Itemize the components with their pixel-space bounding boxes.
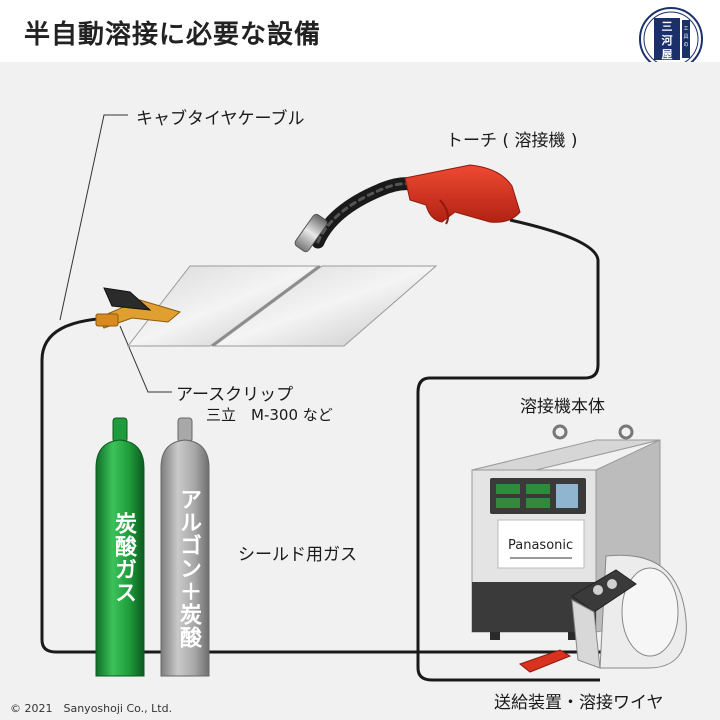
shield-gas-label: シールド用ガス bbox=[238, 545, 357, 565]
argon-cylinder bbox=[160, 417, 210, 677]
torch-neck bbox=[311, 177, 419, 249]
svg-text:の: の bbox=[683, 42, 688, 48]
steel-plate-right bbox=[212, 265, 438, 347]
header: 半自動溶接に必要な設備 三 河 屋 工 具 の bbox=[0, 0, 720, 71]
feeder-connector bbox=[518, 649, 572, 673]
earth-cable bbox=[40, 316, 660, 654]
torch-cable bbox=[416, 218, 600, 682]
co2-cylinder bbox=[95, 417, 145, 677]
svg-text:三: 三 bbox=[662, 20, 673, 33]
earth-clip-leader-line bbox=[119, 325, 172, 393]
svg-text:具: 具 bbox=[683, 34, 688, 40]
earth-clip-label: アースクリップ bbox=[176, 385, 294, 405]
welder-brand-label: Panasonic bbox=[508, 538, 574, 553]
svg-text:工: 工 bbox=[683, 26, 688, 32]
weld-seam bbox=[211, 265, 321, 347]
torch-label: トーチ ( 溶接機 ) bbox=[446, 131, 578, 151]
wire-feeder bbox=[571, 554, 687, 669]
torch-trigger bbox=[439, 199, 449, 225]
cabtire-cable-label: キャブタイヤケーブル bbox=[136, 109, 305, 129]
torch-nozzle bbox=[294, 213, 328, 253]
welder-body-label: 溶接機本体 bbox=[520, 397, 605, 417]
argon-cylinder-label: アルゴン＋炭酸 bbox=[176, 488, 201, 649]
earth-clip-icon bbox=[95, 287, 182, 329]
cabtire-leader-line bbox=[59, 114, 128, 321]
torch-handle bbox=[404, 164, 521, 223]
earth-clip-model-label: 三立 M-300 など bbox=[206, 406, 333, 424]
svg-text:河: 河 bbox=[662, 33, 673, 47]
co2-cylinder-label: 炭酸ガス bbox=[111, 512, 136, 604]
copyright: © 2021 Sanyoshoji Co., Ltd. bbox=[10, 702, 173, 715]
svg-text:屋: 屋 bbox=[662, 48, 673, 61]
page-title: 半自動溶接に必要な設備 bbox=[24, 20, 322, 50]
wire-feeder-label: 送給装置・溶接ワイヤ bbox=[494, 693, 664, 713]
